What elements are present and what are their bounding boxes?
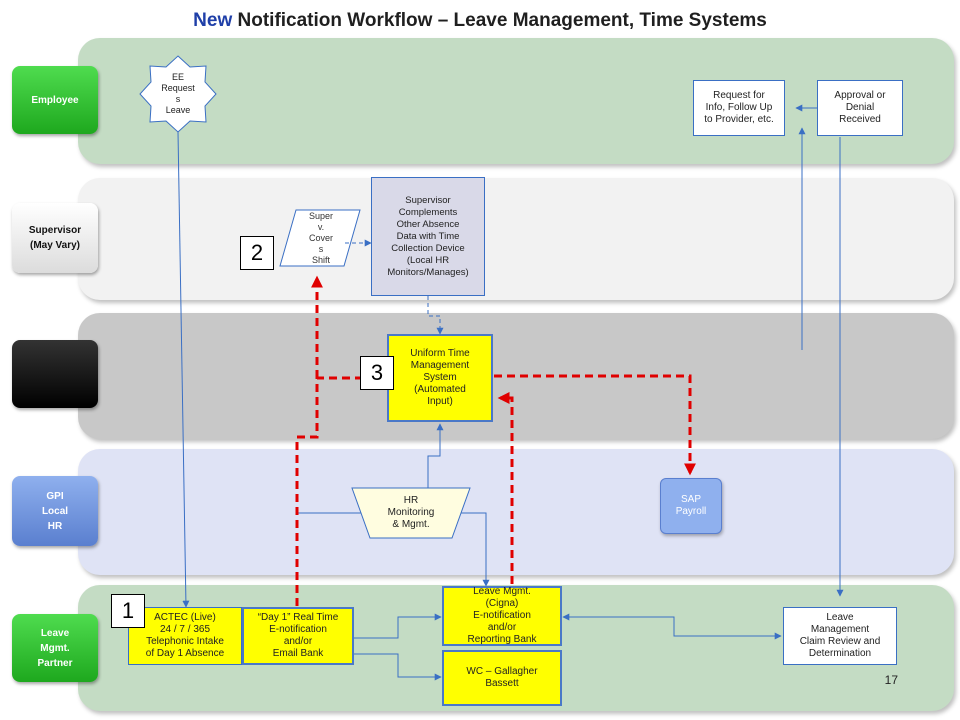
hr-monitoring-trapezoid [351, 487, 471, 539]
hr-monitoring: HR Monitoring & Mgmt. [387, 495, 435, 530]
actec-intake: ACTEC (Live) 24 / 7 / 365 Telephonic Int… [128, 607, 242, 665]
lane-leave-mgmt-partner[interactable]: Leave Mgmt. Partner [12, 614, 98, 682]
superv-covers-shift: Super v. Cover s Shift [308, 210, 334, 265]
step-badge-3: 3 [360, 356, 394, 390]
lane-employee[interactable]: Employee [12, 66, 98, 134]
ee-requests-leave: EE Request s Leave [161, 72, 195, 115]
leave-mgmt-cigna: Leave Mgmt. (Cigna) E-notification and/o… [442, 586, 562, 646]
request-for-info: Request for Info, Follow Up to Provider,… [693, 80, 785, 136]
wc-gallagher-bassett: WC – Gallagher Bassett [442, 650, 562, 706]
sap-payroll: SAP Payroll [660, 478, 722, 534]
uniform-time-management-system: Uniform Time Management System (Automate… [387, 334, 493, 422]
step-badge-1: 1 [111, 594, 145, 628]
leave-management-claim-review: Leave Management Claim Review and Determ… [783, 607, 897, 665]
band-time-systems [78, 313, 954, 439]
step-badge-2: 2 [240, 236, 274, 270]
day1-e-notification: “Day 1” Real Time E-notification and/or … [242, 607, 354, 665]
title-accent: New [193, 10, 233, 31]
lane-gpi-local-hr[interactable]: GPI Local HR [12, 476, 98, 546]
approval-or-denial: Approval or Denial Received [817, 80, 903, 136]
band-gpi-hr [78, 449, 954, 575]
band-employee [78, 38, 954, 164]
page-title: New Notification Workflow – Leave Manage… [0, 10, 960, 32]
band-supervisor [78, 178, 954, 300]
superv-covers-parallelogram [279, 209, 361, 267]
supervisor-complements: Supervisor Complements Other Absence Dat… [371, 177, 485, 296]
title-rest: Notification Workflow – Leave Management… [232, 10, 767, 31]
page-number: 17 [884, 673, 898, 687]
lane-supervisor[interactable]: Supervisor (May Vary) [12, 203, 98, 273]
lane-time-systems[interactable] [12, 340, 98, 408]
